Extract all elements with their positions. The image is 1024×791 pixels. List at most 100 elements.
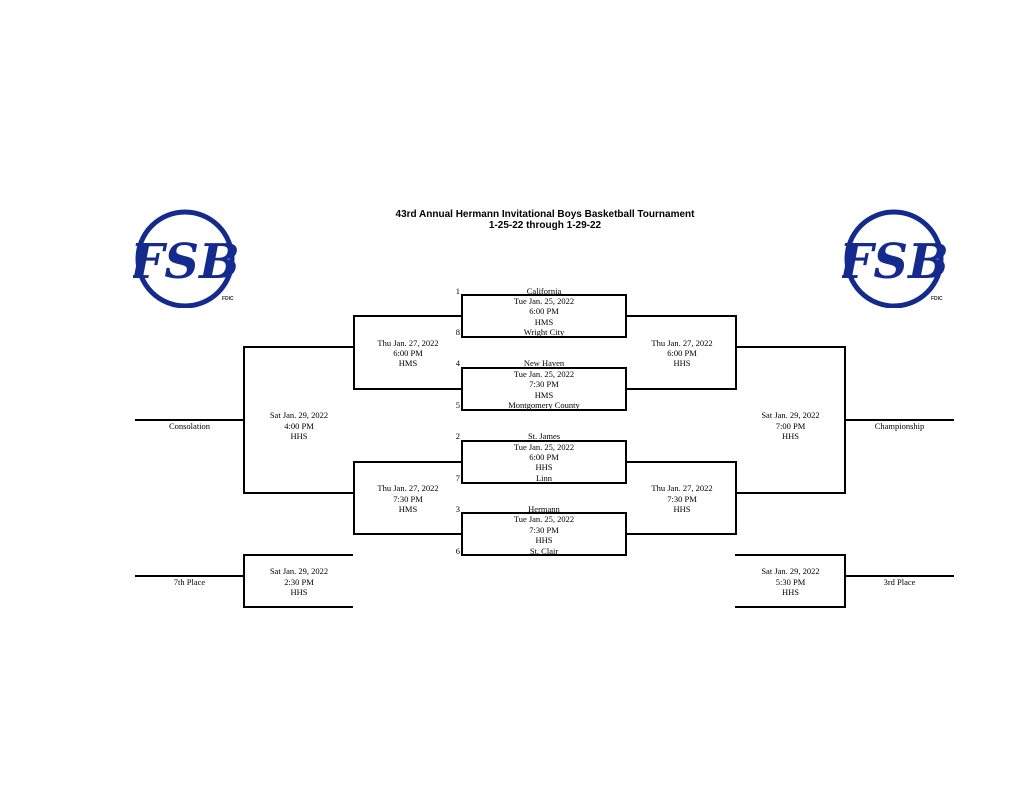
game1-top-seed: 1 [455, 286, 460, 296]
game4-bottom-seed: 6 [455, 546, 460, 556]
game2-bottom-line [461, 409, 627, 411]
champ-winner-line [845, 419, 954, 421]
fsb-logo-right: FSB [842, 209, 948, 308]
cons-final-site: HHS [290, 431, 308, 441]
champ-semi2-time: 7:30 PM [667, 494, 697, 504]
game3-top-team: St. James [527, 431, 561, 441]
game2-bottom-team: Montgomery County [508, 400, 580, 410]
seventh-site: HHS [290, 587, 308, 597]
game2-time: 7:30 PM [529, 379, 559, 389]
champ-semi1-site: HHS [673, 358, 691, 368]
champ-final-site: HHS [781, 431, 799, 441]
champ-semi2-site: HHS [673, 504, 691, 514]
cons-winner-line [135, 419, 244, 421]
game4-site: HHS [535, 535, 553, 545]
cons-final-bottom-line [243, 492, 353, 494]
game4-time: 7:30 PM [529, 525, 559, 535]
game1-site: HMS [534, 317, 554, 327]
game4-top-line [461, 512, 627, 514]
game4-right-line [625, 512, 627, 556]
game2-right-line [625, 367, 627, 411]
game2-date: Tue Jan. 25, 2022 [513, 369, 575, 379]
game3-left-line [461, 440, 463, 484]
cons-semi2-top-line [353, 461, 461, 463]
third-place-label: 3rd Place [883, 577, 916, 587]
cons-semi1-bottom-line [353, 388, 461, 390]
game1-top-line [461, 294, 627, 296]
tournament-dates: 1-25-22 through 1-29-22 [488, 220, 602, 231]
cons-semi2-vertical [353, 461, 355, 535]
champ-semi2-vertical [735, 461, 737, 535]
game3-top-seed: 2 [455, 431, 460, 441]
cons-semi2-bottom-line [353, 533, 461, 535]
cons-final-date: Sat Jan. 29, 2022 [269, 410, 329, 420]
champ-semi1-top-line [627, 315, 737, 317]
champ-semi1-vertical [735, 315, 737, 390]
logo-letters: FSB [842, 234, 948, 290]
champ-final-bottom-line [735, 492, 846, 494]
cons-semi1-site: HMS [398, 358, 418, 368]
third-time: 5:30 PM [775, 577, 806, 587]
third-top-line [735, 554, 846, 556]
champ-semi2-top-line [627, 461, 737, 463]
game1-right-line [625, 294, 627, 338]
seventh-time: 2:30 PM [284, 577, 314, 587]
cons-semi1-vertical [353, 315, 355, 390]
consolation-label: Consolation [168, 421, 211, 431]
game1-bottom-seed: 8 [455, 327, 460, 337]
champ-final-time: 7:00 PM [775, 421, 806, 431]
champ-semi2-bottom-line [627, 533, 737, 535]
game4-top-team: Hermann [528, 504, 560, 514]
third-bottom-line [735, 606, 846, 608]
game1-left-line [461, 294, 463, 338]
champ-semi1-bottom-line [627, 388, 737, 390]
game4-bottom-line [461, 554, 627, 556]
seventh-place-label: 7th Place [173, 577, 206, 587]
champ-final-top-line [735, 346, 846, 348]
game1-date: Tue Jan. 25, 2022 [513, 296, 575, 306]
seventh-vertical [243, 554, 245, 608]
game4-left-line [461, 512, 463, 556]
game2-left-line [461, 367, 463, 411]
game3-time: 6:00 PM [529, 452, 559, 462]
game3-date: Tue Jan. 25, 2022 [513, 442, 575, 452]
third-winner-line [845, 575, 954, 577]
cons-final-vertical [243, 346, 245, 494]
champ-semi2-date: Thu Jan. 27, 2022 [651, 483, 713, 493]
fsb-logo-left: FSB [133, 209, 239, 308]
champ-semi1-time: 6:00 PM [667, 348, 697, 358]
logo-letters: FSB [133, 234, 239, 290]
cons-semi1-time: 6:00 PM [393, 348, 423, 358]
cons-final-time: 4:00 PM [284, 421, 314, 431]
game3-top-line [461, 440, 627, 442]
game1-time: 6:00 PM [529, 306, 559, 316]
fdic-mark-left: FDIC [222, 296, 234, 302]
cons-semi2-date: Thu Jan. 27, 2022 [377, 483, 439, 493]
fdic-mark-right: FDIC [931, 296, 943, 302]
tournament-title: 43rd Annual Hermann Invitational Boys Ba… [395, 209, 695, 220]
seventh-bottom-line [243, 606, 353, 608]
game3-bottom-line [461, 482, 627, 484]
cons-semi1-top-line [353, 315, 461, 317]
game4-date: Tue Jan. 25, 2022 [513, 514, 575, 524]
cons-semi2-site: HMS [398, 504, 418, 514]
game1-top-team: California [526, 286, 562, 296]
third-site: HHS [781, 587, 799, 597]
seventh-winner-line [135, 575, 244, 577]
game3-site: HHS [535, 462, 553, 472]
seventh-top-line [243, 554, 353, 556]
game2-site: HMS [534, 390, 554, 400]
third-vertical [844, 554, 846, 608]
game4-top-seed: 3 [455, 504, 460, 514]
cons-semi1-date: Thu Jan. 27, 2022 [377, 338, 439, 348]
championship-label: Championship [874, 421, 925, 431]
game3-bottom-seed: 7 [455, 473, 460, 483]
game3-bottom-team: Linn [535, 473, 553, 483]
champ-semi1-date: Thu Jan. 27, 2022 [651, 338, 713, 348]
third-date: Sat Jan. 29, 2022 [761, 566, 820, 576]
game2-bottom-seed: 5 [455, 400, 460, 410]
cons-semi2-time: 7:30 PM [393, 494, 423, 504]
game1-bottom-line [461, 336, 627, 338]
game2-top-line [461, 367, 627, 369]
